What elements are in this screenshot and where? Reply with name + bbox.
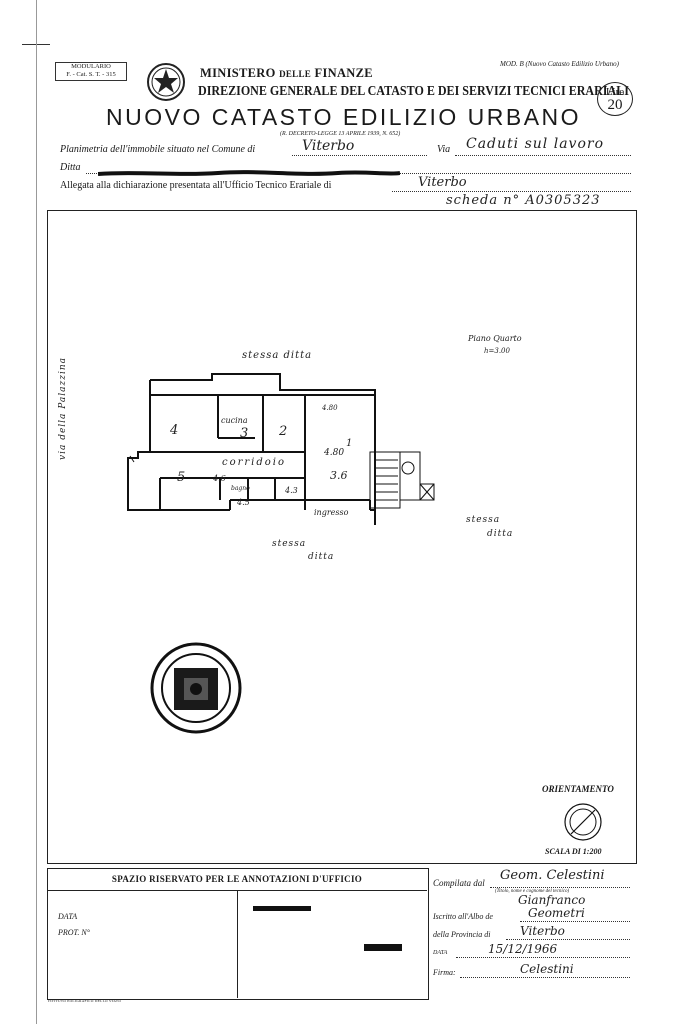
cucina-label: cucina xyxy=(221,416,248,425)
data-value: 15/12/1966 xyxy=(488,942,558,956)
room-2: 2 xyxy=(279,424,288,439)
ufficio-line xyxy=(392,191,631,192)
official-stamp xyxy=(150,642,242,734)
altezza-label: h=3.00 xyxy=(484,347,510,355)
firma-label: Firma: xyxy=(433,968,456,977)
comune-value: Viterbo xyxy=(302,138,355,154)
annotations-box xyxy=(47,868,429,1000)
annotations-divider xyxy=(237,890,238,998)
data-line xyxy=(456,957,630,958)
titolo-note: (Titolo, nome e cognome del tecnico) xyxy=(495,889,570,894)
dim-480a: 4.80 xyxy=(322,404,338,412)
mod-b-label: MOD. B (Nuovo Catasto Edilizio Urbano) xyxy=(500,60,619,68)
modulario-line1: MODULARIO xyxy=(71,63,111,70)
nome-value: Gianfranco xyxy=(518,893,586,907)
scheda-value: scheda n° A0305323 xyxy=(446,193,601,208)
dim-480b: 4.80 xyxy=(324,448,345,458)
decreto-note: (R. DECRETO-LEGGE 13 APRILE 1939, N. 652… xyxy=(280,131,401,137)
provincia-line xyxy=(506,939,630,940)
ministero-b: DELLE xyxy=(279,69,312,79)
lire-label: Lire xyxy=(605,86,625,98)
lire-value: 20 xyxy=(607,97,623,113)
dim-45: 4.5 xyxy=(237,498,250,507)
margin-line-left xyxy=(36,0,37,1024)
comune-line xyxy=(292,155,427,156)
printer-note: ISTITUTO POLIGRAFICO DELLO STATO xyxy=(48,999,122,1003)
orientamento-label: ORIENTAMENTO xyxy=(542,784,614,794)
annot-redaction-1 xyxy=(253,906,311,911)
annot-data-label: DATA xyxy=(58,912,78,921)
modulario-line2: F. - Cat. S. T. - 315 xyxy=(66,71,116,78)
room-4: 4 xyxy=(170,423,179,438)
piano-label: Piano Quarto xyxy=(468,334,522,343)
stessa-ditta-bottom-1: stessa xyxy=(272,539,307,549)
room-3: 3 xyxy=(240,426,249,441)
allegata-label: Allegata alla dichiarazione presentata a… xyxy=(60,180,332,191)
room-5: 5 xyxy=(177,470,186,485)
ministero-c: FINANZE xyxy=(314,66,373,80)
ditta-redaction xyxy=(97,164,401,176)
modulario-box: MODULARIO F. - Cat. S. T. - 315 xyxy=(55,62,127,81)
strada-label: via della Palazzina xyxy=(58,356,68,460)
stessa-ditta-right-2: ditta xyxy=(487,529,514,539)
bagno-label: bagno xyxy=(231,485,250,492)
direzione-title: DIREZIONE GENERALE DEL CATASTO E DEI SER… xyxy=(198,84,629,99)
compass-icon xyxy=(563,802,603,842)
ufficio-value: Viterbo xyxy=(418,175,467,190)
data-label: DATA xyxy=(433,950,448,956)
via-label: Via xyxy=(437,144,451,155)
compilata-label: Compilata dal xyxy=(433,878,485,888)
annotations-title: SPAZIO RISERVATO PER LE ANNOTAZIONI D'UF… xyxy=(47,868,427,891)
ditta-label: Ditta xyxy=(60,162,81,173)
ministero-a: MINISTERO xyxy=(200,66,276,80)
annot-redaction-2 xyxy=(364,944,402,951)
via-value: Caduti sul lavoro xyxy=(466,136,605,152)
emblem-logo xyxy=(146,60,186,104)
compilatore-value: Geom. Celestini xyxy=(500,868,605,883)
room-1: 1 xyxy=(346,438,353,449)
firma-signature: Celestini xyxy=(520,962,574,976)
stessa-ditta-bottom-2: ditta xyxy=(308,552,335,562)
stessa-ditta-right-1: stessa xyxy=(466,515,501,525)
ministero-title: MINISTERO DELLE FINANZE xyxy=(200,66,373,81)
via-line xyxy=(455,155,631,156)
planimetria-label: Planimetria dell'immobile situato nel Co… xyxy=(60,144,256,155)
dim-36: 3.6 xyxy=(330,469,348,482)
floor-plan xyxy=(120,360,450,560)
stessa-ditta-top: stessa ditta xyxy=(242,350,313,361)
drawing-frame xyxy=(47,210,637,864)
albo-value: Geometri xyxy=(528,906,585,920)
dim-46: 4.6 xyxy=(213,474,226,483)
iscritto-label: Iscritto all'Albo de xyxy=(433,912,493,921)
compilata-line xyxy=(490,887,630,888)
firma-line xyxy=(460,977,630,978)
nuovo-catasto-title: NUOVO CATASTO EDILIZIO URBANO xyxy=(106,104,582,130)
corridoio-label: corridoio xyxy=(222,457,287,468)
lire-stamp: Lire 20 xyxy=(597,82,633,116)
scala-label: SCALA DI 1:200 xyxy=(545,847,602,856)
annot-prot-label: PROT. N° xyxy=(58,928,90,937)
provincia-label: della Provincia di xyxy=(433,930,491,939)
ingresso-label: ingresso xyxy=(314,508,349,517)
provincia-value: Viterbo xyxy=(520,924,565,938)
dim-43: 4.3 xyxy=(285,486,298,495)
iscritto-line xyxy=(520,921,630,922)
